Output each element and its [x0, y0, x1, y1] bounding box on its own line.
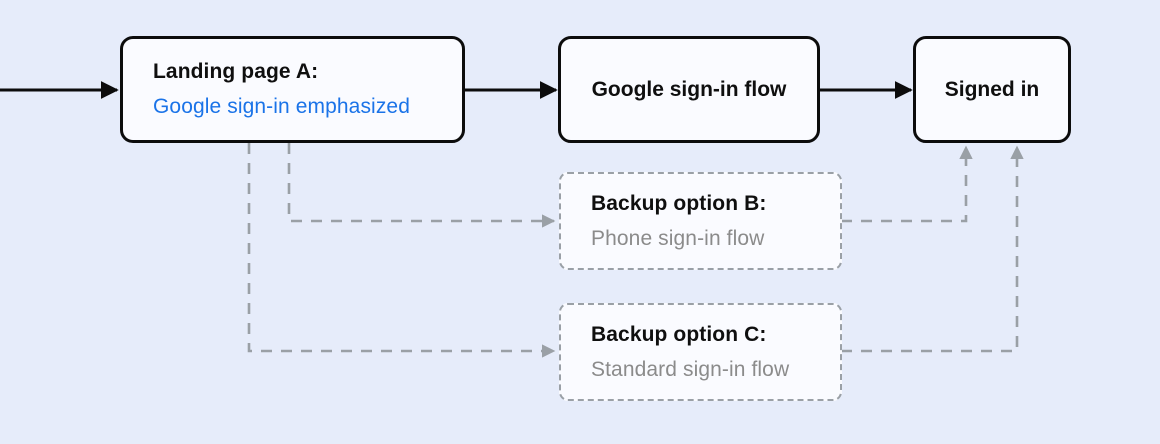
- node-backup-option-c[interactable]: Backup option C: Standard sign-in flow: [559, 303, 842, 401]
- node-google-sign-in-flow[interactable]: Google sign-in flow: [558, 36, 820, 143]
- node-backup-option-c-subtitle: Standard sign-in flow: [591, 357, 790, 381]
- node-backup-option-b-title: Backup option B:: [591, 191, 767, 215]
- node-signed-in-title: Signed in: [944, 77, 1040, 101]
- node-landing-page-a-title: Landing page A:: [153, 60, 319, 84]
- edge-landing-a-to-backup-c: [247, 143, 556, 358]
- node-signed-in[interactable]: Signed in: [913, 36, 1071, 143]
- node-backup-option-b-subtitle: Phone sign-in flow: [591, 226, 765, 250]
- node-google-sign-in-flow-title: Google sign-in flow: [591, 77, 787, 101]
- node-landing-page-a-subtitle: Google sign-in emphasized: [153, 95, 410, 118]
- node-backup-option-c-title: Backup option C:: [591, 322, 767, 346]
- edge-backup-c-to-signed-in: [841, 145, 1024, 353]
- node-backup-option-b[interactable]: Backup option B: Phone sign-in flow: [559, 172, 842, 270]
- node-landing-page-a[interactable]: Landing page A: Google sign-in emphasize…: [120, 36, 465, 143]
- edge-backup-b-to-signed-in: [841, 145, 973, 223]
- edge-landing-a-to-backup-b: [287, 143, 556, 228]
